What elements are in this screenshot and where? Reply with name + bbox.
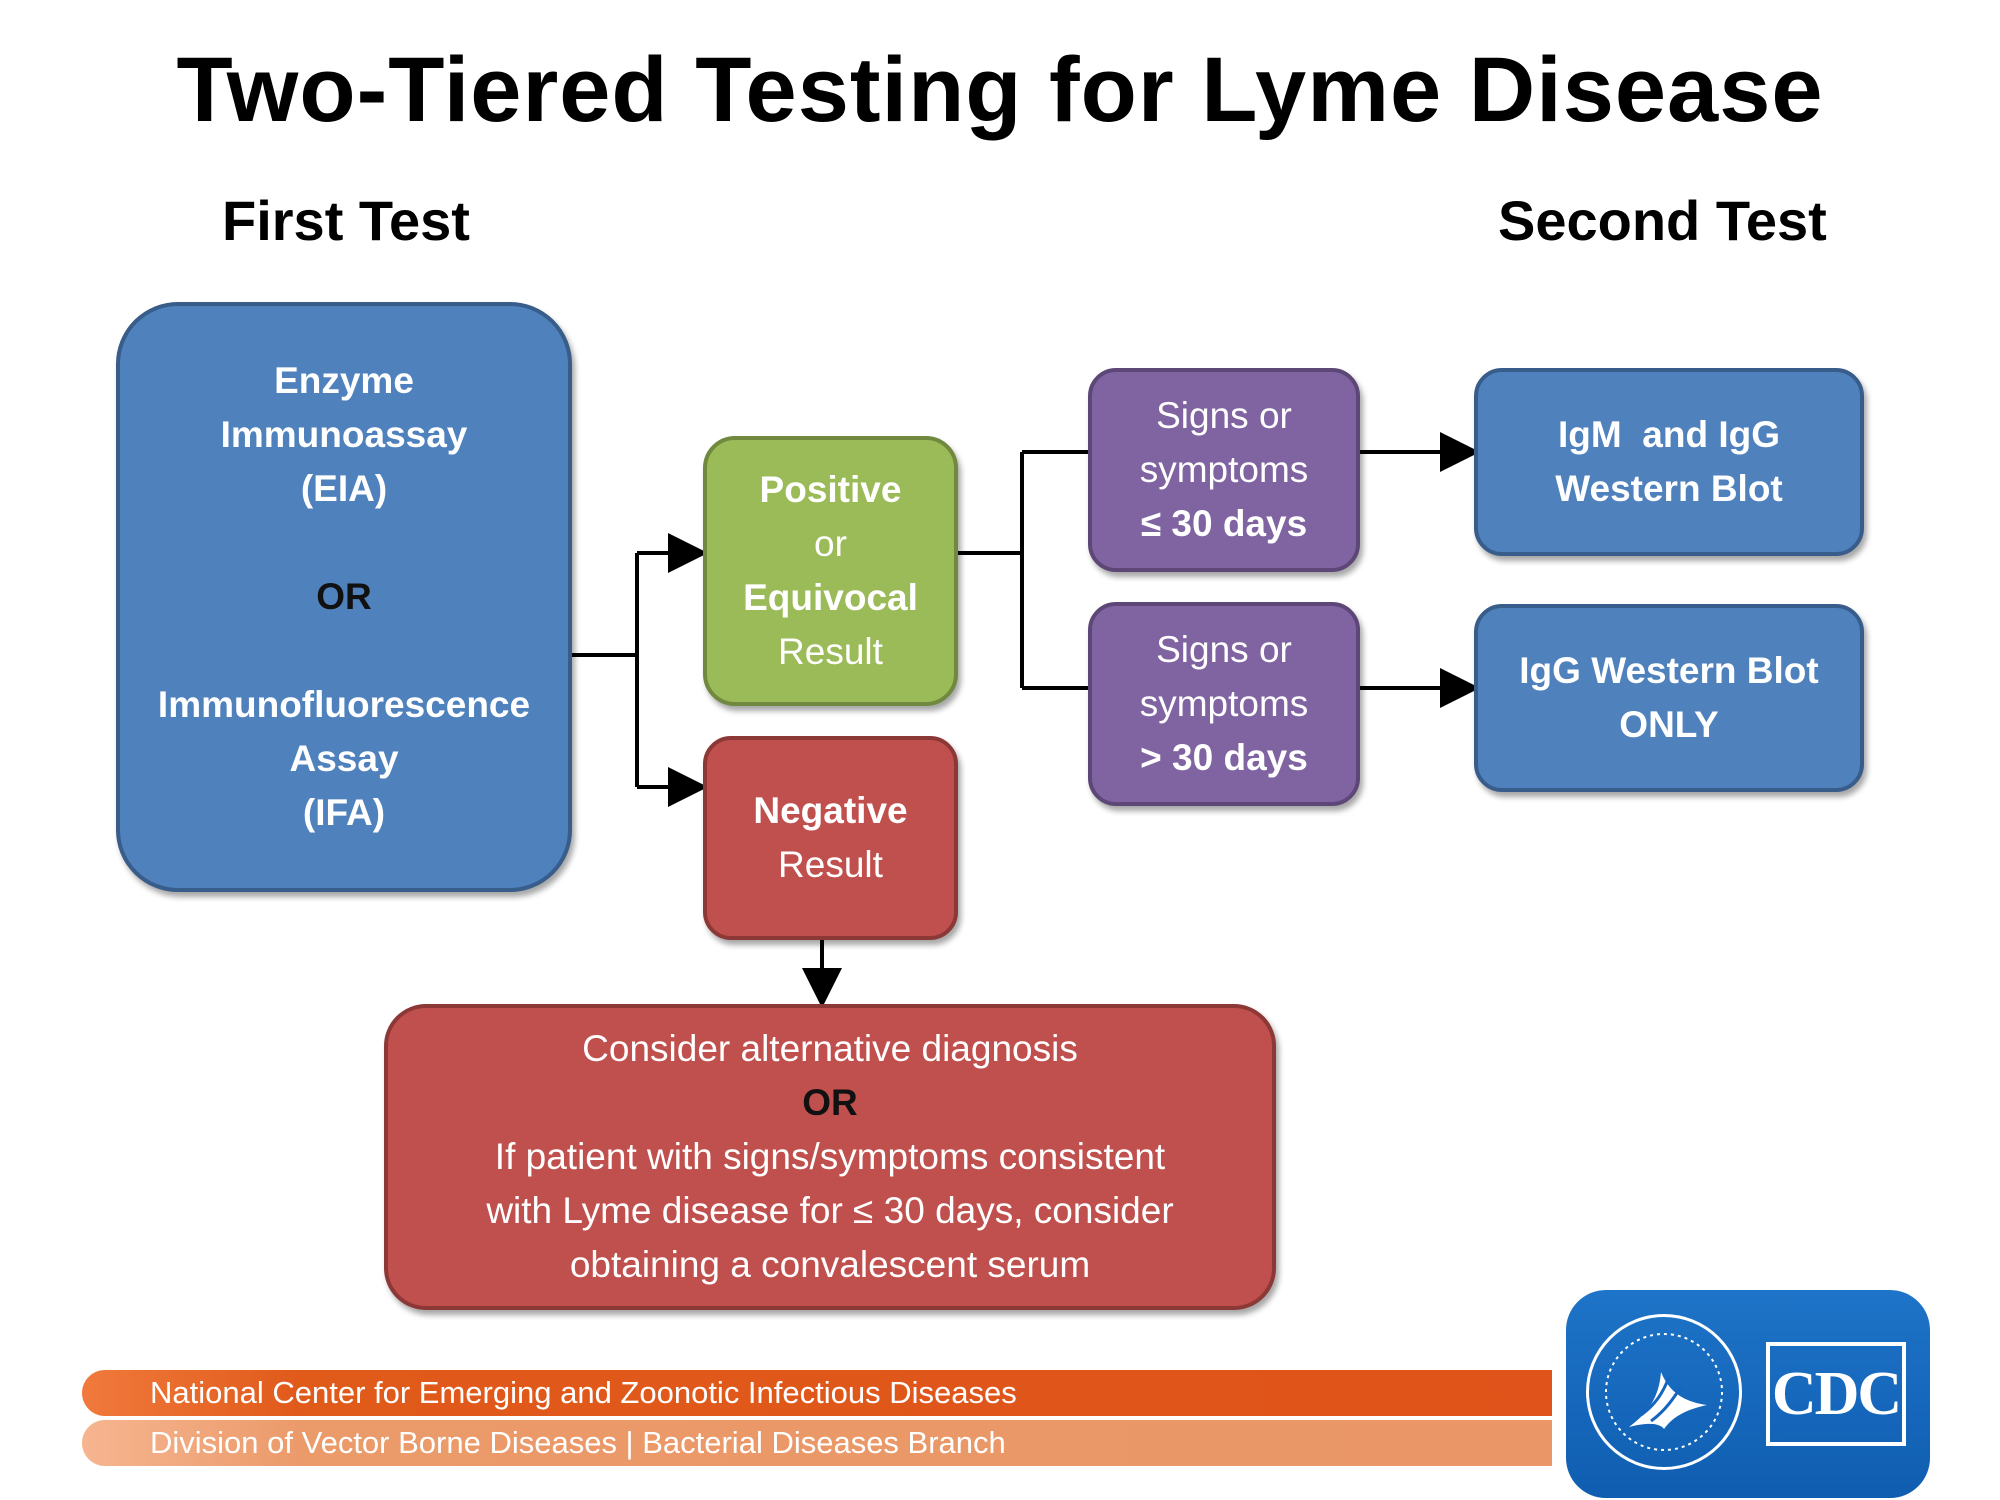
first-test-header: First Test: [222, 189, 470, 252]
first-test-line-2: Immunoassay: [220, 414, 468, 455]
equivocal-label: Equivocal: [743, 577, 918, 618]
alternative-line-2: If patient with signs/symptoms consisten…: [494, 1136, 1166, 1177]
symptoms-long-line-1: Signs or: [1156, 629, 1292, 670]
footer-center-text: National Center for Emerging and Zoonoti…: [150, 1375, 1017, 1410]
cdc-logo: CDC: [1566, 1290, 1930, 1498]
positive-result-word: Result: [778, 631, 883, 672]
igg-only-line-1: IgG Western Blot: [1519, 650, 1819, 691]
first-test-line-6: (IFA): [302, 792, 386, 833]
alternative-line-1: Consider alternative diagnosis: [582, 1028, 1078, 1069]
symptoms-short-line-1: Signs or: [1156, 395, 1292, 436]
page-title: Two-Tiered Testing for Lyme Disease: [176, 39, 1824, 141]
hhs-seal-icon: [1586, 1314, 1742, 1470]
positive-result-box: Positive or Equivocal Result: [703, 436, 958, 706]
igg-only-line-2: ONLY: [1619, 704, 1719, 745]
first-test-box: Enzyme Immunoassay (EIA) OR Immunofluore…: [116, 302, 572, 892]
symptoms-short-box: Signs or symptoms ≤ 30 days: [1088, 368, 1360, 572]
first-test-line-5: Assay: [289, 738, 399, 779]
igm-igg-line-2: Western Blot: [1555, 468, 1783, 509]
alternative-or: OR: [802, 1082, 858, 1123]
symptoms-long-line-2: symptoms: [1139, 683, 1309, 724]
symptoms-long-box: Signs or symptoms > 30 days: [1088, 602, 1360, 806]
first-test-line-1: Enzyme: [274, 360, 414, 401]
igm-igg-line-1: IgM and IgG: [1558, 414, 1780, 455]
first-test-line-3: (EIA): [300, 468, 388, 509]
igg-western-blot-only-box: IgG Western Blot ONLY: [1474, 604, 1864, 792]
alternative-line-4: obtaining a convalescent serum: [569, 1244, 1091, 1285]
igm-igg-western-blot-box: IgM and IgG Western Blot: [1474, 368, 1864, 556]
alternative-diagnosis-box: Consider alternative diagnosis OR If pat…: [384, 1004, 1276, 1310]
negative-label: Negative: [753, 790, 908, 831]
negative-result-box: Negative Result: [703, 736, 958, 940]
negative-result-word: Result: [778, 844, 883, 885]
symptoms-short-duration: ≤ 30 days: [1140, 503, 1308, 544]
footer-division-text: Division of Vector Borne Diseases | Bact…: [150, 1425, 1006, 1460]
footer-center-band: National Center for Emerging and Zoonoti…: [82, 1370, 1552, 1416]
symptoms-long-duration: > 30 days: [1140, 737, 1308, 778]
first-test-line-4: Immunofluorescence: [157, 684, 531, 725]
symptoms-short-line-2: symptoms: [1139, 449, 1309, 490]
first-test-or: OR: [316, 576, 372, 617]
positive-label: Positive: [759, 469, 902, 510]
alternative-line-3: with Lyme disease for ≤ 30 days, conside…: [486, 1190, 1174, 1231]
second-test-header: Second Test: [1498, 189, 1827, 252]
cdc-wordmark: CDC: [1766, 1342, 1906, 1446]
positive-or: or: [814, 523, 847, 564]
footer-division-band: Division of Vector Borne Diseases | Bact…: [82, 1420, 1552, 1466]
